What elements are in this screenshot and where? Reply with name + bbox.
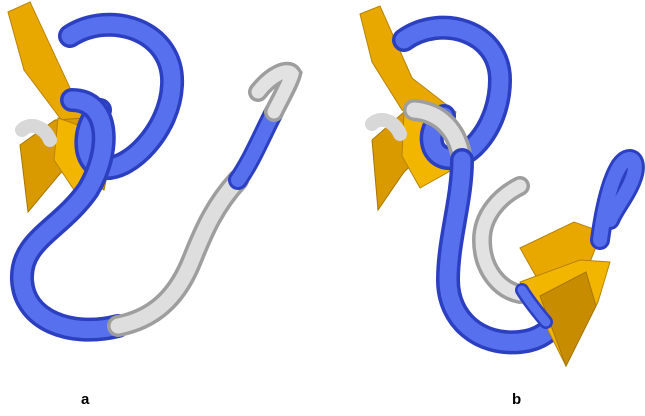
panel-a-coil-right-highlight: [238, 112, 274, 180]
panel-label-b: b: [512, 392, 521, 407]
panel-b-structure: [360, 6, 635, 366]
panel-b-coil-hook-highlight: [600, 159, 635, 240]
panel-a-structure: [8, 2, 292, 330]
panel-label-a: a: [81, 392, 89, 407]
